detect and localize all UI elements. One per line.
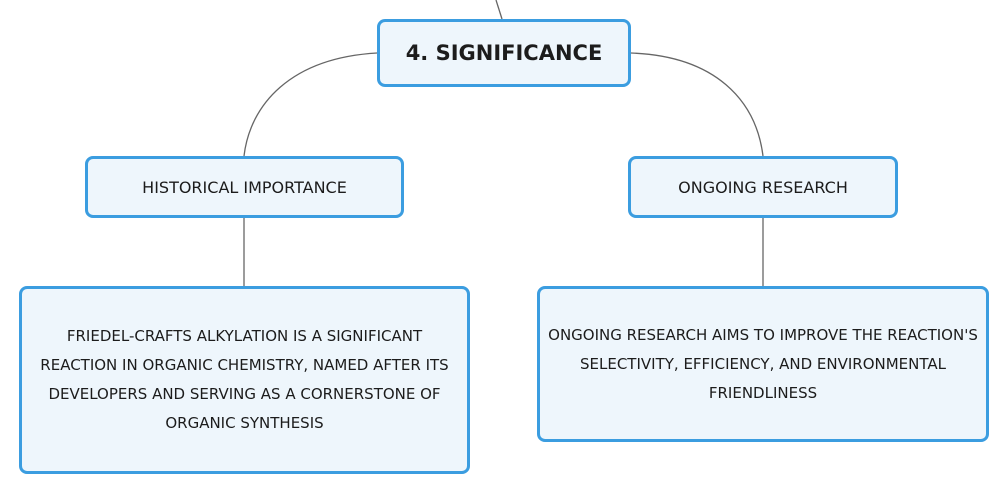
topic-node-label: ONGOING RESEARCH	[678, 177, 848, 197]
detail-node-text: FRIEDEL-CRAFTS ALKYLATION IS A SIGNIFICA…	[40, 327, 449, 432]
connector-root-to-ongoing-research	[630, 52, 764, 157]
topic-node-historical-importance[interactable]: HISTORICAL IMPORTANCE	[85, 156, 404, 218]
connector-root-to-historical-importance	[243, 52, 378, 157]
root-node-label: 4. SIGNIFICANCE	[405, 41, 603, 65]
topic-node-ongoing-research[interactable]: ONGOING RESEARCH	[628, 156, 898, 218]
detail-node-ongoing-research[interactable]: ONGOING RESEARCH AIMS TO IMPROVE THE REA…	[537, 286, 989, 442]
detail-node-historical-importance[interactable]: FRIEDEL-CRAFTS ALKYLATION IS A SIGNIFICA…	[19, 286, 470, 474]
root-node-significance[interactable]: 4. SIGNIFICANCE	[377, 19, 631, 87]
detail-node-text: ONGOING RESEARCH AIMS TO IMPROVE THE REA…	[548, 325, 978, 402]
connector-from-parent	[495, 0, 503, 20]
topic-node-label: HISTORICAL IMPORTANCE	[142, 177, 347, 197]
